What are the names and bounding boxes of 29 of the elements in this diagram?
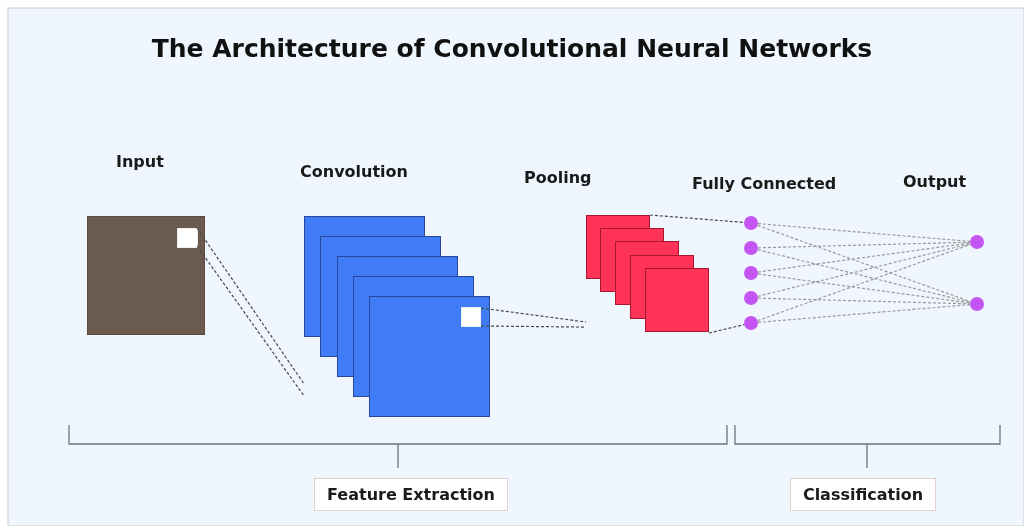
connector-line	[708, 324, 745, 334]
layer-heading: Fully Connected	[692, 174, 837, 193]
connector-line	[196, 245, 305, 397]
connector-line	[757, 242, 971, 273]
connector-line	[757, 243, 971, 297]
filter-patch	[461, 307, 481, 327]
connector-line	[757, 297, 971, 305]
connector-line	[757, 224, 971, 303]
connector-line	[480, 307, 587, 323]
connector-line	[757, 304, 971, 323]
pooled-map-stack	[586, 215, 709, 333]
connector-line	[757, 223, 971, 242]
connector-line	[757, 243, 971, 322]
layer-heading: Convolution	[300, 162, 408, 181]
layer-heading: Input	[116, 152, 164, 171]
layer-heading: Pooling	[524, 168, 592, 187]
layer-heading: Output	[903, 172, 967, 191]
connector-line	[649, 214, 745, 224]
connector-line	[757, 273, 971, 304]
connector-line	[196, 227, 305, 385]
feature-map-stack	[304, 216, 490, 417]
stage-label: Classification	[790, 478, 936, 511]
stage-label: Feature Extraction	[314, 478, 508, 511]
connector-line	[757, 241, 971, 249]
connector-line	[757, 249, 971, 303]
image-square	[87, 216, 205, 335]
filter-patch	[177, 228, 198, 248]
diagram-title: The Architecture of Convolutional Neural Networks	[150, 34, 874, 63]
connector-line	[480, 325, 587, 328]
